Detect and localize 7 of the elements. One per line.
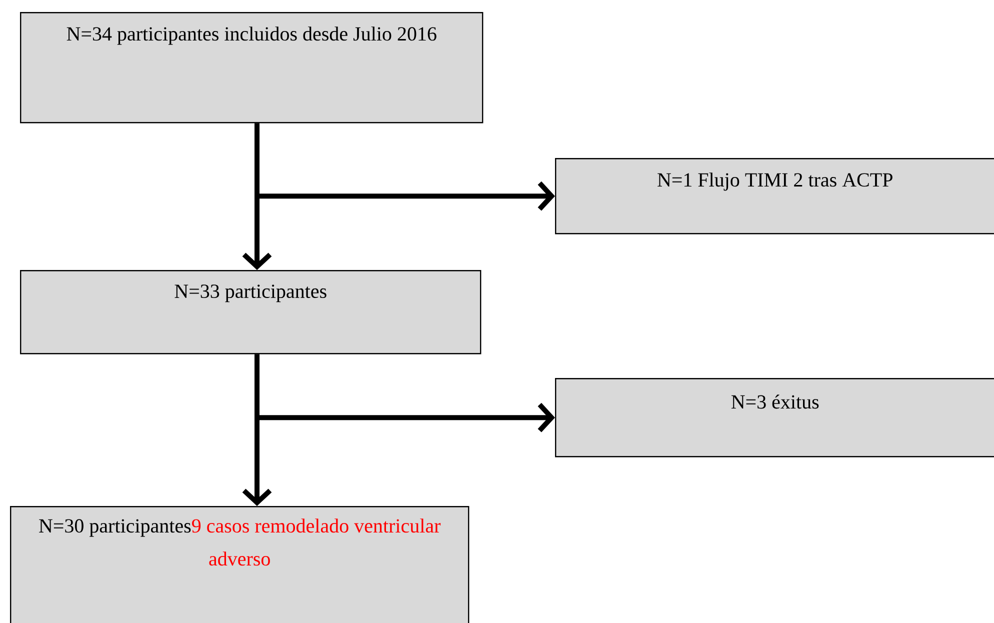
process-box: N=34 participantes incluidos desde Julio 2016 xyxy=(20,12,484,124)
process-box: N=30 participantes9 casos remodelado ventricular adverso xyxy=(10,506,470,623)
process-box: N=1 Flujo TIMI 2 tras ACTP xyxy=(555,158,994,234)
process-box: N=33 participantes xyxy=(20,270,482,354)
process-box: N=3 éxitus xyxy=(555,378,994,458)
arrow xyxy=(254,123,555,211)
arrow xyxy=(254,354,555,432)
